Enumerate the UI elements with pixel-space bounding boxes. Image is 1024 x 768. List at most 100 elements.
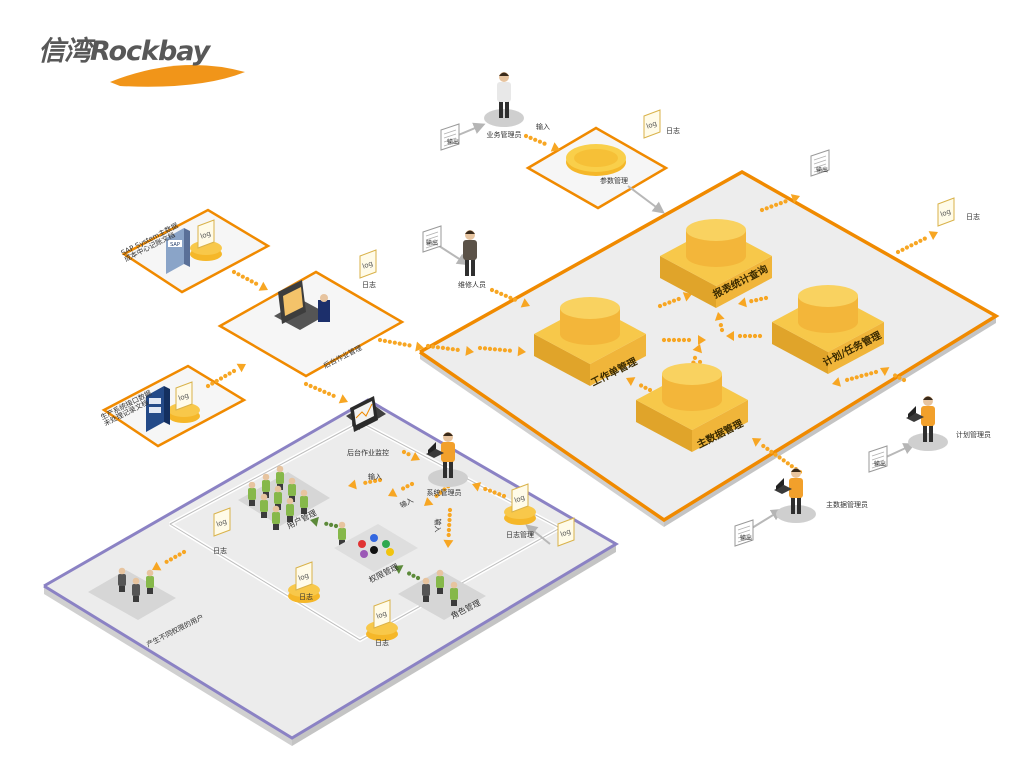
doc-report-output [810,149,830,177]
workstation-icon [274,280,330,330]
label-input-param: 输入 [536,123,550,131]
gray-arrow [525,524,551,545]
log-disc-sap: log [190,219,222,261]
person-maint-staff [463,230,477,276]
unauth-figure [132,577,140,602]
flow-arrow [477,345,526,357]
label-param: 参数管理 [600,177,628,185]
flow-arrow [348,477,383,490]
unauth-figure [118,567,126,592]
label-masterdata-admin: 主数据管理员 [826,501,868,509]
gray-arrow [627,185,665,214]
role-figure [436,569,444,594]
flow-arrow [661,335,706,345]
gray-arrows [435,122,916,545]
person-business-admin [484,72,524,127]
report-block [660,219,772,308]
brand-logo: 信湾Rockbay [38,38,245,87]
label-log-mgmt: 日志管理 [506,531,534,539]
logo-swoosh-icon [110,64,245,87]
log-icon-user: log [213,507,231,537]
flow-arrow [759,194,800,213]
module-blocks [534,219,884,452]
log-icon-backend: log [359,249,377,279]
flow-arrow [152,549,187,571]
label-log-core: 日志 [966,213,980,221]
svg-text:log: log [645,119,658,130]
label-output-report: 输出 [816,167,829,174]
flow-arrow [425,343,474,356]
doc-business-output [440,123,460,151]
flow-arrow [738,295,769,308]
unauth-figure [146,569,154,594]
label-output-master: 输出 [740,535,753,542]
ehs-server-icon [146,386,170,432]
log-disc-role: log [366,599,398,641]
user-figure [272,505,280,530]
user-figure [248,481,256,506]
flow-arrow [657,292,692,309]
label-log-perm: 日志 [299,593,313,601]
flow-arrow [401,449,420,461]
user-figure [286,497,294,522]
svg-text:log: log [177,391,190,402]
perm-figure [338,521,346,546]
flow-arrow [377,337,424,352]
label-output-maint: 输出 [426,240,439,247]
server-rack-icon: SAP [166,228,190,274]
label-sys-admin: 系统管理员 [426,489,462,497]
svg-text:log: log [559,527,572,538]
flow-arrow [443,507,454,548]
person-sys-admin [426,432,468,487]
person-masterdata-admin [774,468,816,523]
gray-arrow [751,508,784,529]
label-business-admin: 业务管理员 [486,131,522,139]
flow-arrow [626,377,653,393]
doc-master-output [734,519,754,547]
role-figure [422,577,430,602]
flow-arrow [231,269,268,291]
label-log-param: 日志 [666,127,680,135]
svg-text:log: log [375,609,388,620]
log-disc-perm: log [288,561,320,603]
flow-arrow [205,363,246,389]
unauth-group-platform [88,570,176,620]
document-icons [422,123,888,547]
label-plan-admin: 计划管理员 [956,431,991,439]
log-disc-ehs: log [168,381,200,423]
label-output-plan: 输出 [874,461,887,468]
label-input-role: 输入 [433,518,442,533]
monitor-icon [346,396,386,432]
doc-plan-output [868,445,888,473]
svg-text:log: log [199,229,212,240]
flow-arrow [303,381,348,404]
flow-arrow [880,367,907,383]
plan-block [772,285,884,374]
label-output-business: 输出 [447,139,460,146]
gear-icon [566,144,626,176]
svg-text:log: log [215,517,228,528]
label-monitor: 后台作业监控 [347,449,389,457]
log-icon-param: log [643,109,661,139]
label-maint-staff: 维修人员 [458,281,486,289]
label-log-backend: 日志 [362,281,376,289]
label-log-role: 日志 [375,639,389,647]
flow-arrow [489,287,530,308]
svg-text:log: log [939,207,952,218]
flow-arrow [472,482,507,499]
doc-maint-output [422,225,442,253]
people-figures [88,72,948,620]
gray-arrow [455,122,486,137]
person-plan-admin [906,396,948,451]
gray-arrow [435,243,470,266]
flow-arrow [714,312,725,333]
flow-arrow [895,231,938,255]
svg-text:SAP: SAP [170,242,180,248]
svg-text:log: log [361,259,374,270]
role-figure [450,581,458,606]
log-icon-core: log [937,197,955,227]
flow-arrow [832,369,879,387]
color-palette-icon [334,524,418,572]
flow-arrow [523,133,560,152]
